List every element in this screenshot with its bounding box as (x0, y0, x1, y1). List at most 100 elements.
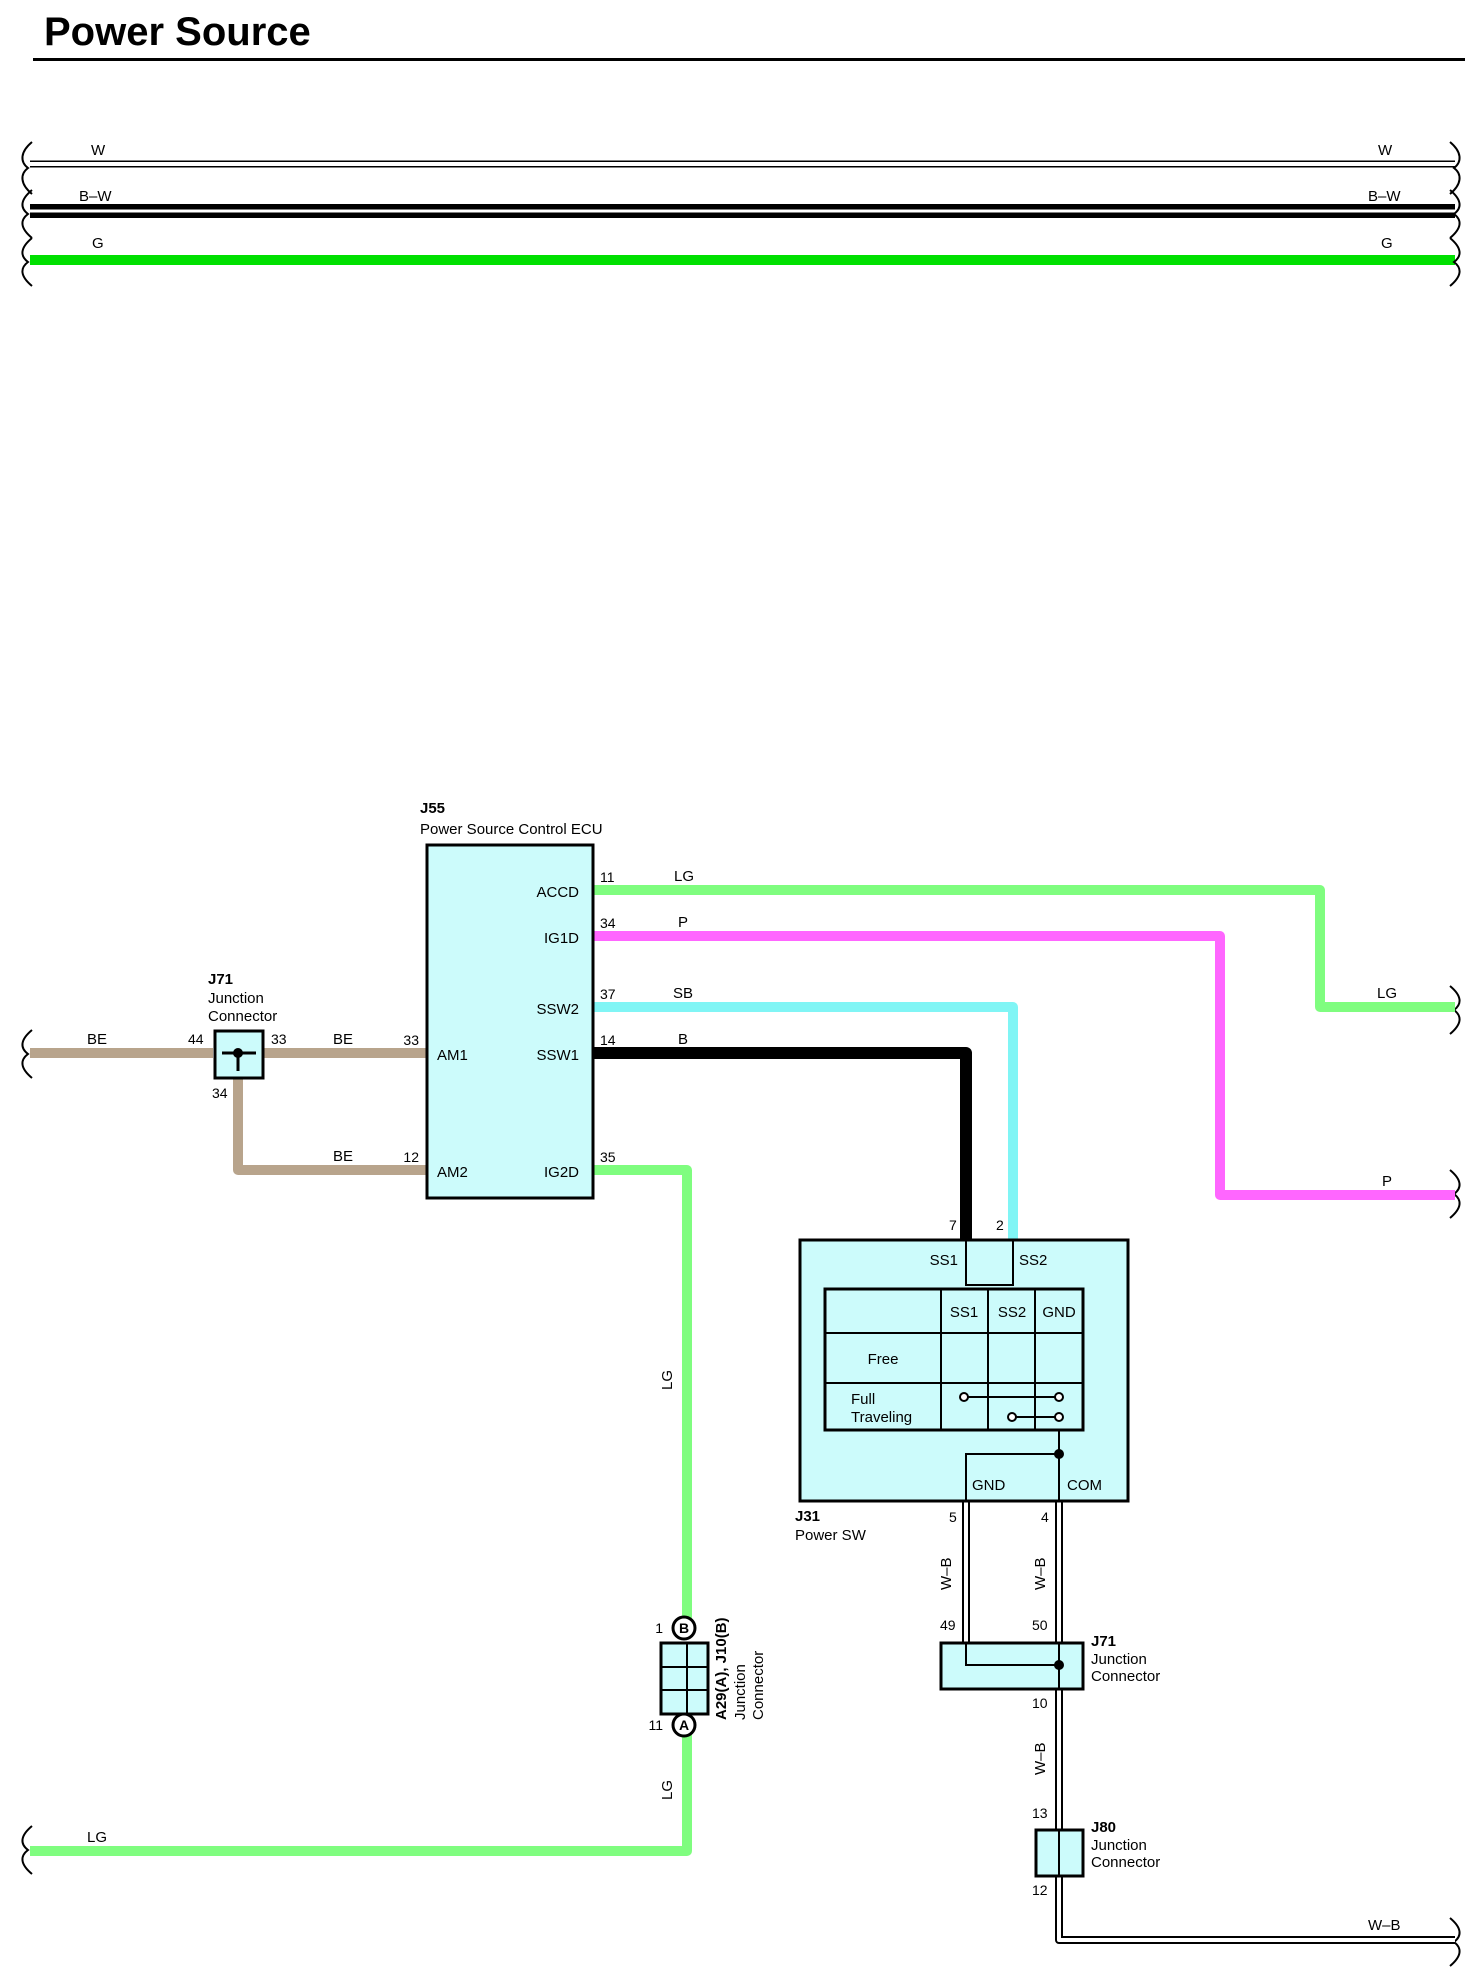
break-mark-right-w (1449, 141, 1461, 195)
wire-label-be-left: BE (87, 1031, 107, 1048)
j80-name-2: Connector (1091, 1854, 1160, 1871)
wire-accd-lg (593, 885, 1455, 1012)
wire-ssw1-b (593, 1047, 972, 1240)
junction-j71-top: J71 Junction Connector 44 33 34 (188, 971, 287, 1101)
wire-wb-4-outline (1055, 1501, 1455, 1944)
j71-top-splice-dot (233, 1048, 243, 1058)
j80-name-1: Junction (1091, 1837, 1147, 1854)
ecu-name: Power Source Control ECU (420, 821, 603, 838)
junction-a29-j10: B A 1 11 A29(A), J10(B) Junction Connect… (648, 1615, 767, 1738)
power-sw-pin-gnd: 5 (949, 1509, 957, 1525)
ecu-pin-ssw2: 37 (600, 986, 616, 1002)
wire-label-lg-vertical-lower: LG (659, 1780, 676, 1800)
j71-top-pin-right: 33 (271, 1031, 287, 1047)
wire-label-ig1d: P (678, 914, 688, 931)
wire-label-lg-bottom: LG (87, 1829, 107, 1846)
break-marks (21, 141, 1461, 1967)
wire-label-be-am2: BE (333, 1148, 353, 1165)
wire-label-w-left: W (91, 142, 106, 159)
wire-ig2d-lg (593, 1165, 692, 1625)
power-sw-ss-header (965, 1239, 1014, 1286)
j71-bottom-pin-10: 10 (1032, 1695, 1048, 1711)
a29-name-2: Connector (750, 1651, 767, 1720)
a29-badge-top (671, 1615, 697, 1641)
power-sw-pin-ss2: 2 (996, 1217, 1004, 1233)
table-col-gnd: GND (1042, 1304, 1076, 1321)
ecu-pin-accd: 11 (600, 869, 615, 885)
continuity-dot (1054, 1392, 1064, 1402)
ecu-box (425, 843, 595, 1200)
break-mark-left-be (21, 1029, 33, 1079)
wire-label-lg-right: LG (1377, 985, 1397, 1002)
junction-j80: 13 12 J80 Junction Connector (1032, 1805, 1160, 1898)
junction-j71-bottom: 49 50 10 J71 Junction Connector (939, 1617, 1160, 1711)
j71-bottom-pin-50: 50 (1032, 1617, 1048, 1633)
page-title: Power Source (44, 10, 311, 54)
j71-bottom-name-1: Junction (1091, 1651, 1147, 1668)
ecu-terminal-ig2d: IG2D (544, 1164, 579, 1181)
power-sw-code: J31 (795, 1508, 820, 1525)
j71-bottom-bus (965, 1643, 1059, 1666)
power-sw-label-gnd: GND (972, 1477, 1006, 1494)
j71-top-pin-left: 44 (188, 1031, 204, 1047)
power-sw-label-com: COM (1067, 1477, 1102, 1494)
power-sw-table-frame (823, 1287, 1085, 1432)
table-row-full-1: Full (851, 1391, 875, 1408)
a29-name-1: Junction (732, 1664, 749, 1720)
wire-ssw2-sb (593, 1002, 1018, 1240)
continuity-dot (1054, 1412, 1064, 1422)
j80-pin-12: 12 (1032, 1882, 1048, 1898)
break-mark-left-bw (21, 189, 33, 239)
power-switch-j31: SS1 SS2 7 2 SS1 SS2 GND Free Full Travel… (795, 1217, 1130, 1544)
ecu-pin-ig1d: 34 (600, 915, 616, 931)
ecu-pin-ig2d: 35 (600, 1149, 616, 1165)
wire-ig1d-p (593, 931, 1455, 1200)
wire-be-am2 (233, 1078, 427, 1175)
table-row-free: Free (868, 1351, 899, 1368)
ecu-pin-am2: 12 (403, 1149, 419, 1165)
power-sw-name: Power SW (795, 1527, 867, 1544)
wire-label-accd: LG (674, 868, 694, 885)
power-sw-gnd-bus (965, 1453, 1059, 1501)
ecu-j55: J55 Power Source Control ECU ACCD IG1D S… (403, 800, 616, 1200)
wire-label-ssw1: B (678, 1031, 688, 1048)
wire-label-wb-10: W–B (1032, 1742, 1049, 1775)
top-bus-wires: W W B–W B–W G G (30, 142, 1455, 265)
title-rule (33, 58, 1465, 61)
wire-label-wb-bottom: W–B (1368, 1917, 1401, 1934)
power-sw-pin-com: 4 (1041, 1509, 1049, 1525)
ecu-terminal-accd: ACCD (536, 884, 579, 901)
wire-label-ssw2: SB (673, 985, 693, 1002)
j71-bottom-splice-dot (1054, 1660, 1064, 1670)
wire-lg-bottom (30, 1722, 692, 1856)
break-mark-left-g (21, 237, 33, 287)
j80-code: J80 (1091, 1819, 1116, 1836)
a29-badge-bottom-letter: A (679, 1717, 689, 1733)
break-mark-right-bw (1449, 189, 1461, 239)
table-row-full-2: Traveling (851, 1409, 912, 1426)
ecu-terminal-ssw1: SSW1 (536, 1047, 579, 1064)
ecu-terminal-ig1d: IG1D (544, 930, 579, 947)
a29-badge-top-letter: B (679, 1620, 689, 1636)
ecu-pin-ssw1: 14 (600, 1032, 616, 1048)
wire-label-wb-5: W–B (938, 1557, 955, 1590)
power-sw-label-ss2: SS2 (1019, 1252, 1047, 1269)
break-mark-left-lg (21, 1825, 33, 1875)
a29-box (659, 1641, 710, 1716)
break-mark-left-w (21, 141, 33, 195)
power-sw-label-ss1: SS1 (930, 1252, 958, 1269)
ecu-pin-am1: 33 (403, 1032, 419, 1048)
j71-bottom-code: J71 (1091, 1633, 1116, 1650)
j71-top-pin-bottom: 34 (212, 1085, 228, 1101)
ecu-code: J55 (420, 800, 445, 817)
break-mark-right-g (1449, 237, 1461, 287)
power-sw-table: SS1 SS2 GND Free Full Traveling (823, 1287, 1085, 1432)
wire-label-be-mid: BE (333, 1031, 353, 1048)
wire-label-g-left: G (92, 235, 104, 252)
a29-badge-bottom (671, 1712, 697, 1738)
ecu-terminal-ssw2: SSW2 (536, 1001, 579, 1018)
continuity-dot (959, 1392, 969, 1402)
power-sw-splice-dot (1054, 1449, 1064, 1459)
table-col-ss1: SS1 (950, 1304, 978, 1321)
